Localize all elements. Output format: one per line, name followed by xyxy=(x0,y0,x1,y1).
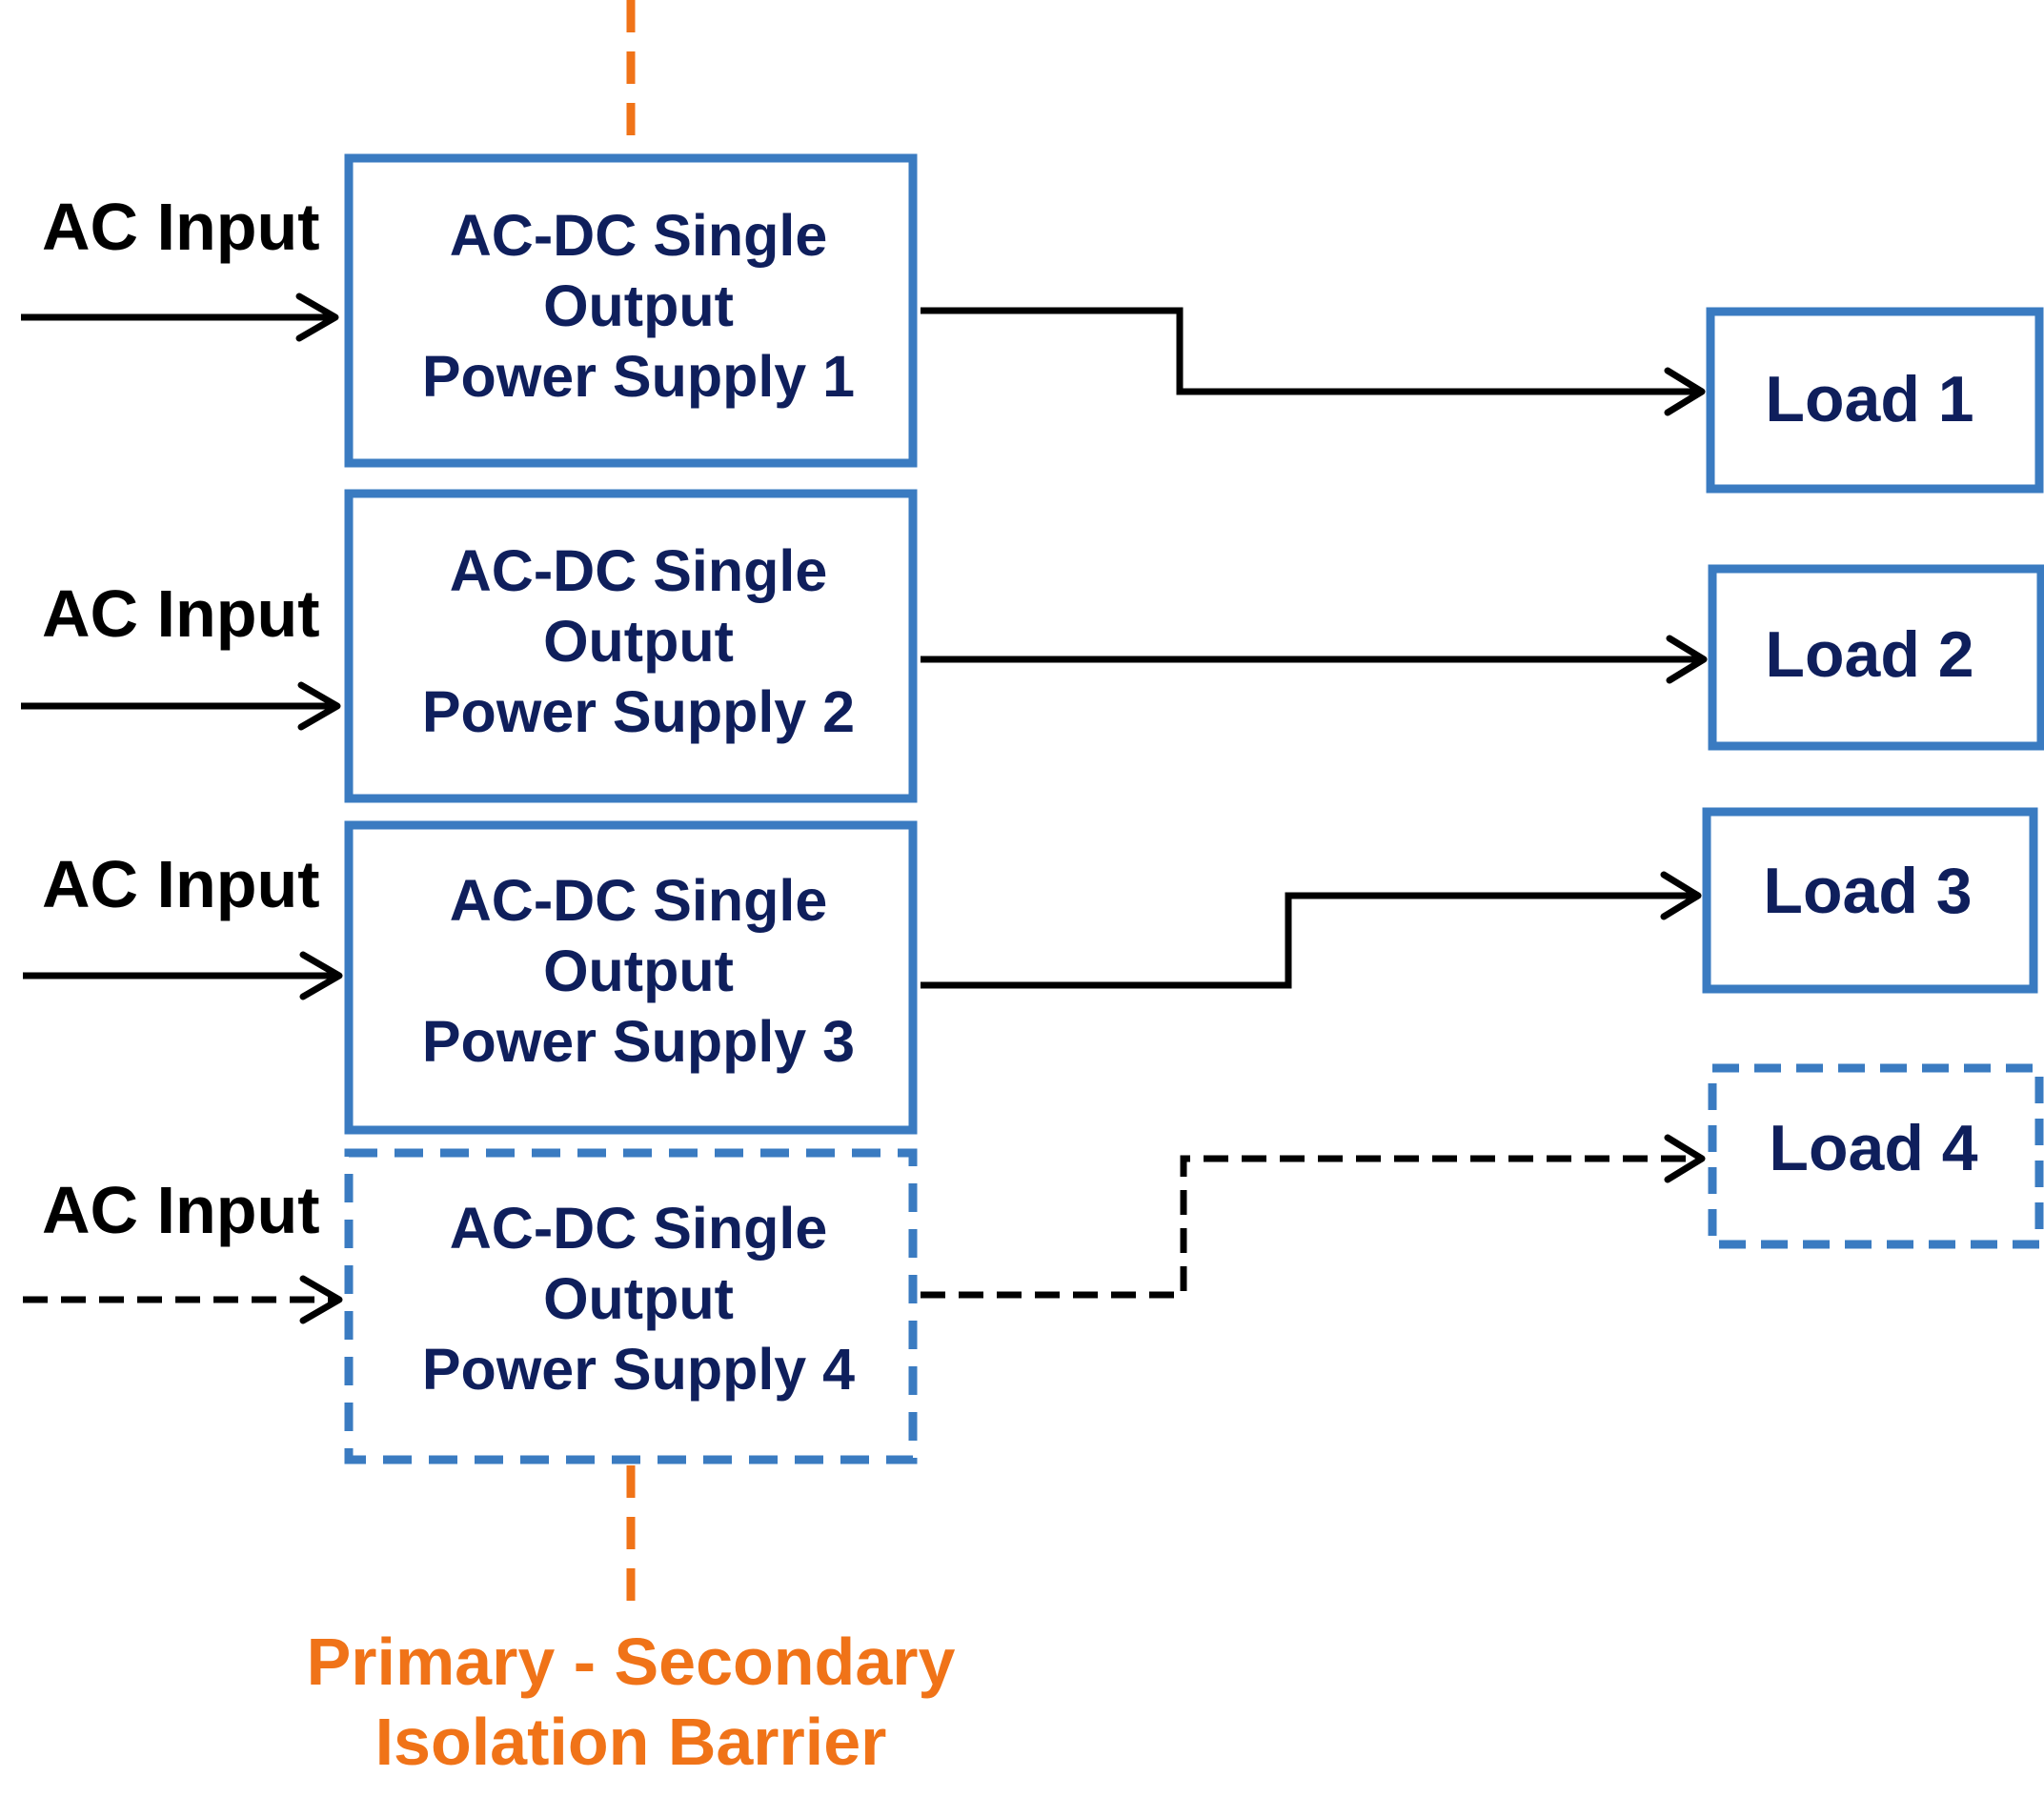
ac-input-2-label: AC Input xyxy=(42,576,320,651)
ac-input-4: AC Input xyxy=(23,1173,343,1324)
output-3-arrowhead xyxy=(1660,871,1702,920)
isolation-barrier: Primary - Secondary Isolation Barrier xyxy=(307,0,956,1779)
output-wire-1 xyxy=(921,307,1702,395)
ac-input-2: AC Input xyxy=(21,576,341,731)
ac-input-4-label: AC Input xyxy=(42,1173,320,1247)
power-supply-2: AC-DC Single Output Power Supply 2 xyxy=(344,489,918,803)
power-supply-4-name: Power Supply 4 xyxy=(422,1337,855,1402)
power-supply-1: AC-DC Single Output Power Supply 1 xyxy=(344,153,918,468)
load-4: Load 4 xyxy=(1708,1063,2044,1249)
output-4-arrowhead xyxy=(1664,1134,1706,1183)
power-supply-1-name: Power Supply 1 xyxy=(422,344,855,409)
load-4-box xyxy=(1708,1063,2044,1249)
ac-input-1-label: AC Input xyxy=(42,190,320,264)
output-wire-3 xyxy=(921,892,1698,989)
power-supply-2-box xyxy=(344,489,918,803)
barrier-label-line1: Primary - Secondary xyxy=(307,1625,956,1699)
output-connection-2 xyxy=(921,635,1708,684)
power-supply-4-title: AC-DC Single xyxy=(450,1196,828,1261)
ac-input-1: AC Input xyxy=(21,190,339,342)
output-2-arrowhead xyxy=(1666,635,1708,684)
barrier-label-line2: Isolation Barrier xyxy=(375,1705,887,1779)
output-connection-1 xyxy=(921,307,1706,416)
load-1-box xyxy=(1706,307,2044,494)
load-2: Load 2 xyxy=(1708,564,2044,751)
load-3-box xyxy=(1702,807,2038,994)
load-1-label: Load 1 xyxy=(1765,363,1973,435)
power-supply-3-box xyxy=(344,820,918,1135)
power-supply-3: AC-DC Single Output Power Supply 3 xyxy=(344,820,918,1135)
load-3: Load 3 xyxy=(1702,807,2038,994)
power-supply-1-box xyxy=(344,153,918,468)
load-2-box xyxy=(1708,564,2044,751)
load-3-label: Load 3 xyxy=(1763,855,1972,927)
power-supply-2-subtitle: Output xyxy=(543,609,734,674)
load-1: Load 1 xyxy=(1706,307,2044,494)
output-connection-4 xyxy=(921,1134,1706,1299)
power-supply-3-name: Power Supply 3 xyxy=(422,1009,855,1074)
output-connection-3 xyxy=(921,871,1702,989)
power-supply-2-name: Power Supply 2 xyxy=(422,679,855,744)
power-supply-4: AC-DC Single Output Power Supply 4 xyxy=(344,1148,918,1464)
ac-input-3: AC Input xyxy=(23,847,343,1000)
ac-input-3-arrowhead xyxy=(299,951,343,1000)
power-supply-1-title: AC-DC Single xyxy=(450,203,828,268)
power-supply-4-subtitle: Output xyxy=(543,1266,734,1331)
power-supply-4-box xyxy=(344,1148,918,1464)
power-supply-3-title: AC-DC Single xyxy=(450,868,828,933)
output-wire-4 xyxy=(921,1155,1702,1299)
power-supply-3-subtitle: Output xyxy=(543,939,734,1003)
ac-input-4-arrowhead xyxy=(299,1275,343,1324)
ac-input-2-arrowhead xyxy=(297,681,341,731)
output-1-arrowhead xyxy=(1664,367,1706,416)
ac-input-1-arrowhead xyxy=(295,293,339,342)
load-2-label: Load 2 xyxy=(1765,618,1973,691)
power-supply-2-title: AC-DC Single xyxy=(450,538,828,603)
ac-input-3-label: AC Input xyxy=(42,847,320,921)
power-supply-1-subtitle: Output xyxy=(543,273,734,338)
load-4-label: Load 4 xyxy=(1769,1112,1977,1184)
